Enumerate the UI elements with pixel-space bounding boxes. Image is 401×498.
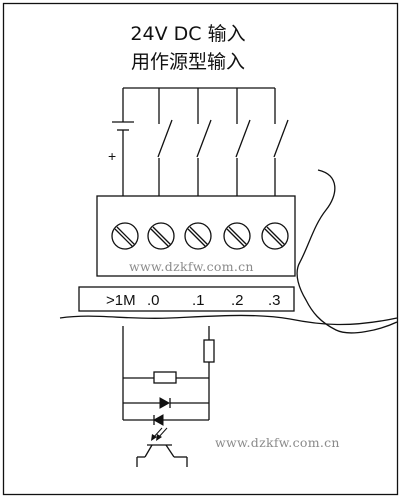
- switch-2: [196, 88, 212, 196]
- screw-terminal-1m: [111, 222, 139, 250]
- screw-terminal-1: [184, 222, 212, 250]
- terminal-label-0: .0: [147, 292, 160, 309]
- battery-symbol: [112, 88, 134, 196]
- screw-terminals: [111, 222, 289, 250]
- plc-body-bottom-edge: [59, 314, 398, 326]
- title-line-1: 24V DC 输入: [130, 23, 245, 45]
- switch-1: [157, 88, 173, 196]
- terminal-label-1: .1: [192, 292, 205, 309]
- terminal-label-strip: [78, 286, 295, 312]
- battery-plus-label: +: [108, 148, 116, 164]
- screw-terminal-2: [223, 222, 251, 250]
- watermark-bottom: www.dzkfw.com.cn: [215, 435, 340, 450]
- diode-symbol: [123, 397, 209, 409]
- watermark-top: www.dzkfw.com.cn: [129, 259, 254, 274]
- series-resistor: [203, 339, 215, 363]
- phototransistor: [136, 444, 188, 467]
- plc-body-edge: [296, 169, 398, 334]
- optocoupler-led: [123, 414, 209, 441]
- title-line-2: 用作源型输入: [131, 51, 245, 73]
- parallel-resistor: [153, 371, 177, 384]
- switch-3: [235, 88, 251, 196]
- terminal-label-2: .2: [231, 292, 244, 309]
- screw-terminal-3: [261, 222, 289, 250]
- terminal-label-1m: >1M: [106, 292, 136, 309]
- input-circuit: [122, 326, 215, 467]
- screw-terminal-0: [147, 222, 175, 250]
- switch-4: [273, 88, 289, 196]
- terminal-label-3: .3: [268, 292, 281, 309]
